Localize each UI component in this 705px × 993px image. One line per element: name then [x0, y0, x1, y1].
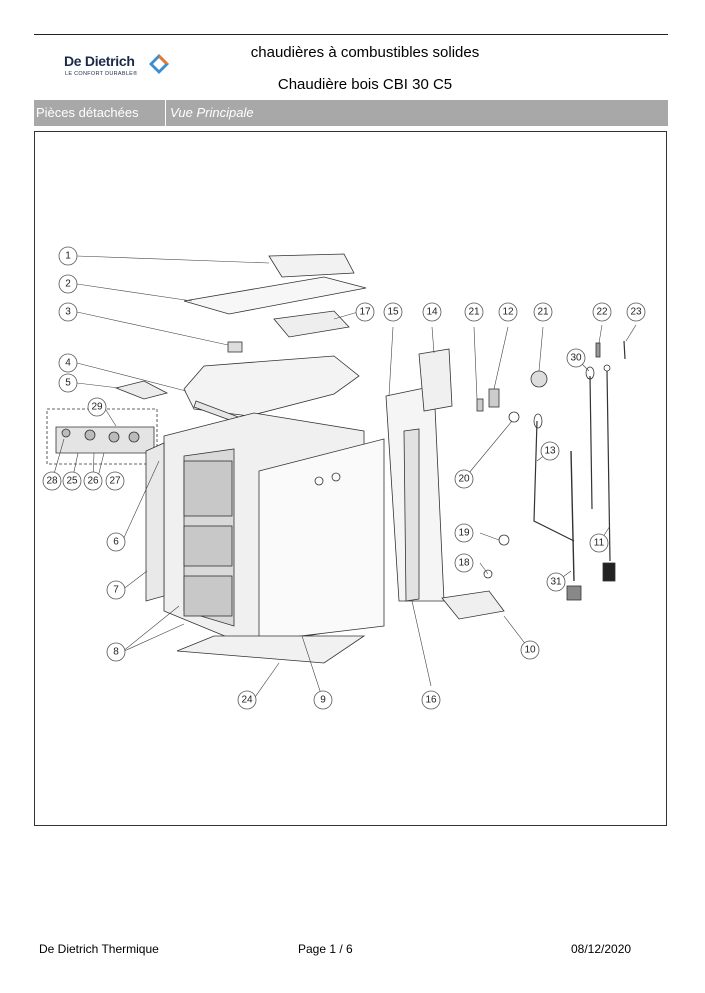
callout-14 [422, 302, 442, 322]
view-label: Vue Principale [170, 105, 254, 120]
callout-label: 24 [241, 695, 253, 706]
exploded-parts-diagram: 1 2 3 4 5 6 7 8 9 10 11 12 13 14 15 16 1… [42, 246, 646, 710]
callout-21a [464, 302, 484, 322]
callout-label: 9 [320, 695, 326, 706]
callout-label: 2 [65, 279, 71, 290]
section-bar: Pièces détachées Vue Principale [34, 100, 668, 126]
brand-tagline: LE CONFORT DURABLE® [65, 71, 138, 77]
callout-label: 27 [109, 476, 121, 487]
callout-13 [540, 441, 560, 461]
part-front-panel [258, 438, 385, 642]
callout-label: 19 [458, 528, 470, 539]
footer-date: 08/12/2020 [571, 942, 632, 956]
callout-5 [58, 373, 78, 393]
part-insulation-sheet [183, 276, 367, 315]
callout-16 [421, 690, 441, 710]
callout-label: 21 [468, 307, 480, 318]
callout-22 [592, 302, 612, 322]
callout-label: 14 [426, 307, 438, 318]
callout-9 [313, 690, 333, 710]
callout-26 [83, 471, 103, 491]
callout-label: 28 [46, 476, 58, 487]
part-scraper [570, 450, 575, 582]
callout-label: 7 [113, 585, 119, 596]
brand-name: De Dietrich [64, 53, 135, 69]
callout-7 [106, 580, 126, 600]
callout-2 [58, 274, 78, 294]
callout-8 [106, 642, 126, 662]
callout-10 [520, 640, 540, 660]
callout-label: 22 [596, 307, 608, 318]
callout-label: 10 [524, 645, 536, 656]
callout-label: 26 [87, 476, 99, 487]
header-rule [34, 34, 668, 35]
callout-label: 11 [594, 538, 605, 549]
callout-label: 5 [65, 378, 71, 389]
callout-label: 29 [91, 402, 103, 413]
callout-25 [62, 471, 82, 491]
callout-15 [383, 302, 403, 322]
part-side-panel [145, 442, 165, 602]
callout-label: 15 [387, 307, 399, 318]
callout-23 [626, 302, 646, 322]
callout-30 [566, 348, 586, 368]
part-bracket [114, 380, 169, 400]
callout-label: 6 [113, 537, 119, 548]
callout-31 [546, 572, 566, 592]
part-tray [273, 310, 350, 338]
callout-3 [58, 302, 78, 322]
callout-label: 17 [359, 307, 371, 318]
callout-label: 8 [113, 647, 119, 658]
callout-label: 31 [550, 577, 562, 588]
callout-label: 13 [544, 446, 556, 457]
callout-21b [533, 302, 553, 322]
callout-6 [106, 532, 126, 552]
callout-label: 1 [65, 251, 71, 262]
callout-4 [58, 353, 78, 373]
drawing-frame [34, 131, 667, 826]
callout-19 [454, 523, 474, 543]
footer-page-number: Page 1 / 6 [298, 942, 353, 956]
document-title: Chaudière bois CBI 30 C5 [277, 76, 453, 93]
part-electrical-box [418, 348, 453, 412]
part-side-rail [403, 428, 420, 602]
callout-18 [454, 553, 474, 573]
part-poker [533, 420, 575, 542]
part-base-plate [176, 635, 366, 664]
callout-label: 25 [66, 476, 78, 487]
callout-17 [355, 302, 375, 322]
callout-label: 21 [537, 307, 549, 318]
callout-label: 16 [425, 695, 437, 706]
callout-label: 23 [630, 307, 642, 318]
footer-company: De Dietrich Thermique [39, 942, 159, 956]
document-category: chaudières à combustibles solides [250, 44, 480, 61]
part-rod [589, 375, 593, 510]
brand-diamond-icon [149, 54, 169, 74]
section-label: Pièces détachées [34, 100, 166, 126]
callout-label: 18 [458, 558, 470, 569]
callout-1 [58, 246, 78, 266]
callout-24 [237, 690, 257, 710]
part-ash-tray [441, 590, 505, 620]
callout-20 [454, 469, 474, 489]
callout-label: 20 [458, 474, 470, 485]
callout-label: 30 [570, 353, 582, 364]
callout-28 [42, 471, 62, 491]
callout-label: 4 [65, 358, 71, 369]
brand-logo: De Dietrich LE CONFORT DURABLE® [62, 53, 172, 83]
part-top-cover [268, 253, 355, 278]
callout-12 [498, 302, 518, 322]
callout-label: 12 [502, 307, 514, 318]
part-clip [227, 341, 243, 353]
callout-27 [105, 471, 125, 491]
callout-29 [87, 397, 107, 417]
part-brush-rod [606, 370, 611, 562]
callout-label: 3 [65, 307, 71, 318]
callout-11 [589, 533, 609, 553]
